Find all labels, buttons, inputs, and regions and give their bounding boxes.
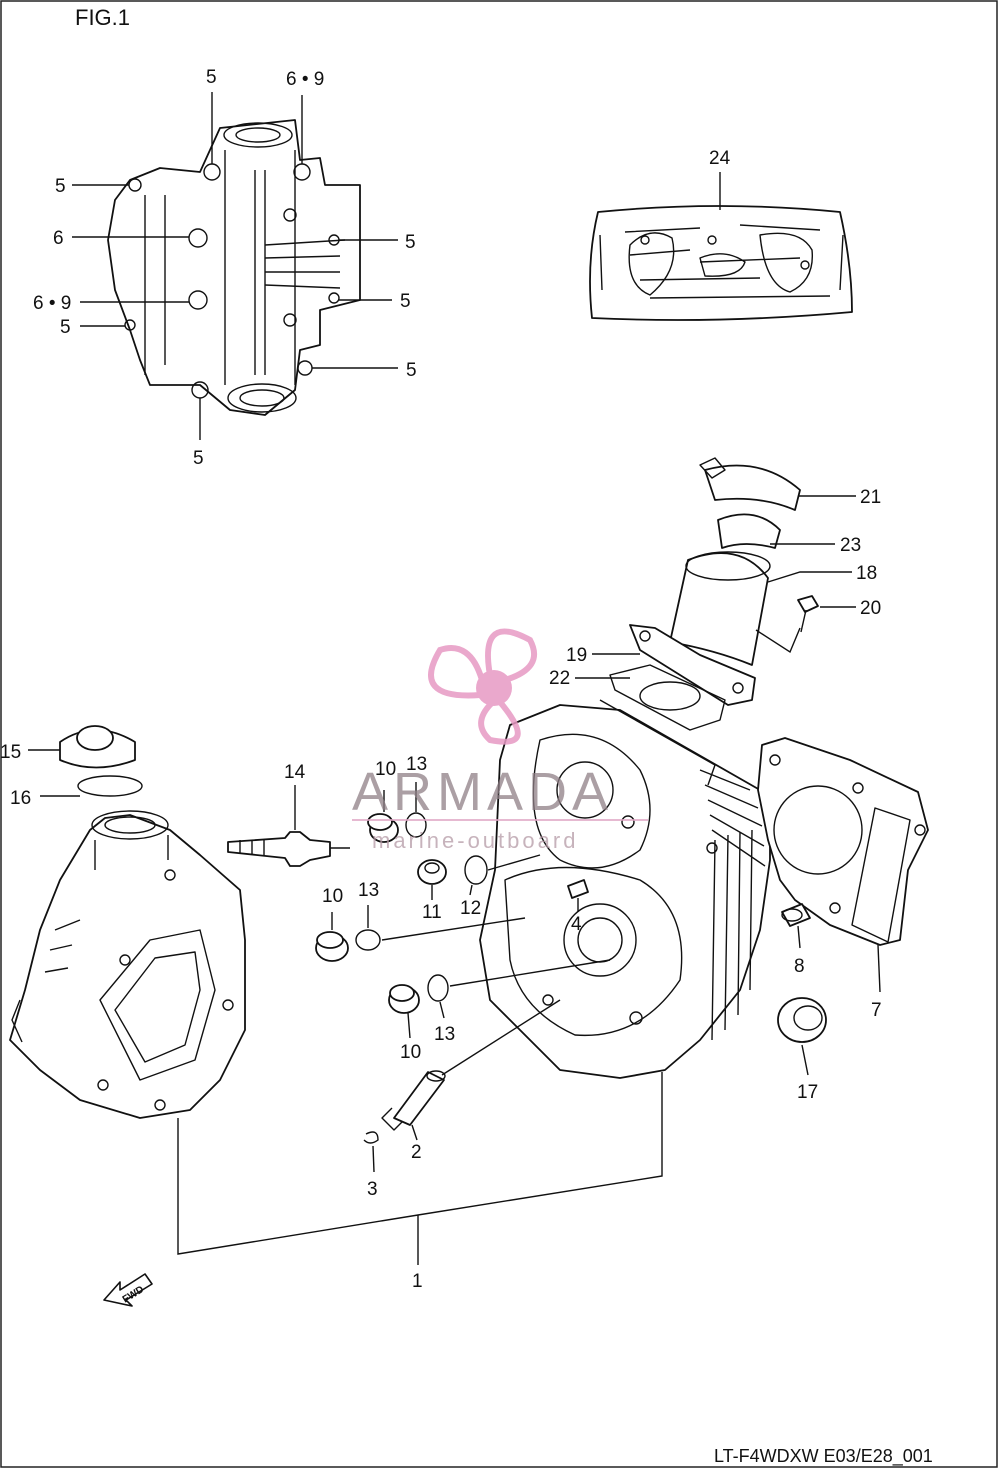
- washer-13-middle: [355, 929, 381, 951]
- callout-23: 23: [840, 535, 861, 556]
- callout-21: 21: [860, 487, 881, 508]
- watermark-subtitle: marine-outboard: [372, 828, 578, 853]
- watermark: ARMADA marine-outboard: [352, 628, 648, 853]
- plug-17: [777, 997, 827, 1043]
- cap-15: [59, 725, 136, 769]
- callout-8: 8: [794, 956, 805, 977]
- callout-16: 16: [10, 788, 31, 809]
- intake-pipe-assembly: [609, 457, 819, 731]
- cylinder-head-bottom-view: [107, 119, 361, 416]
- gasket-set-24: [589, 205, 853, 321]
- plug-10-upper: [367, 813, 399, 843]
- top-view-leaders: [72, 92, 398, 440]
- callout-20: 20: [860, 598, 881, 619]
- clip-3: [363, 1131, 379, 1144]
- nut-11: [417, 859, 447, 885]
- callout-6-9: 6 • 9: [33, 293, 71, 314]
- stud-4: [567, 879, 589, 899]
- callout-10: 10: [375, 759, 396, 780]
- washer-12: [464, 855, 488, 885]
- callout-5: 5: [60, 317, 71, 338]
- o-ring-16: [77, 775, 143, 797]
- figure-title: FIG.1: [75, 5, 130, 30]
- callout-3: 3: [367, 1179, 378, 1200]
- head-gasket-7: [757, 737, 929, 946]
- callout-18: 18: [856, 563, 877, 584]
- callout-7: 7: [871, 1000, 882, 1021]
- callout-4: 4: [571, 914, 582, 935]
- callout-10: 10: [400, 1042, 421, 1063]
- cylinder-head-cover: [9, 810, 246, 1119]
- callout-5: 5: [55, 176, 66, 197]
- callout-1: 1: [412, 1271, 423, 1292]
- callout-5: 5: [206, 67, 217, 88]
- valve-guide-2: [381, 1070, 446, 1131]
- watermark-brand: ARMADA: [352, 762, 613, 822]
- callout-19: 19: [566, 645, 587, 666]
- callout-5: 5: [406, 360, 417, 381]
- callout-5: 5: [193, 448, 204, 469]
- fwd-arrow-icon: FWD: [103, 1273, 153, 1307]
- figure-code: LT-F4WDXW E03/E28_001: [714, 1446, 933, 1467]
- propeller-logo-icon: [428, 628, 537, 745]
- callout-22: 22: [549, 668, 570, 689]
- washer-13-upper: [405, 812, 427, 838]
- callout-10: 10: [322, 886, 343, 907]
- dowel-pin-8: [781, 903, 811, 927]
- callout-14: 14: [284, 762, 306, 783]
- callout-5: 5: [400, 291, 411, 312]
- callout-11: 11: [422, 902, 442, 923]
- callout-6: 6: [53, 228, 64, 249]
- plug-10-lower: [388, 984, 420, 1014]
- callout-24: 24: [709, 148, 731, 169]
- callout-13: 13: [434, 1024, 455, 1045]
- plug-10-middle: [315, 931, 349, 962]
- cylinder-head-main: [479, 699, 771, 1079]
- callout-12: 12: [460, 898, 481, 919]
- callout-5: 5: [405, 232, 416, 253]
- callout-13: 13: [358, 880, 379, 901]
- callout-2: 2: [411, 1142, 422, 1163]
- washer-13-lower: [427, 974, 449, 1002]
- spark-plug-14: [227, 831, 350, 867]
- callout-17: 17: [797, 1082, 818, 1103]
- callout-13: 13: [406, 754, 427, 775]
- callout-6-9: 6 • 9: [286, 69, 324, 90]
- callout-15: 15: [0, 742, 21, 763]
